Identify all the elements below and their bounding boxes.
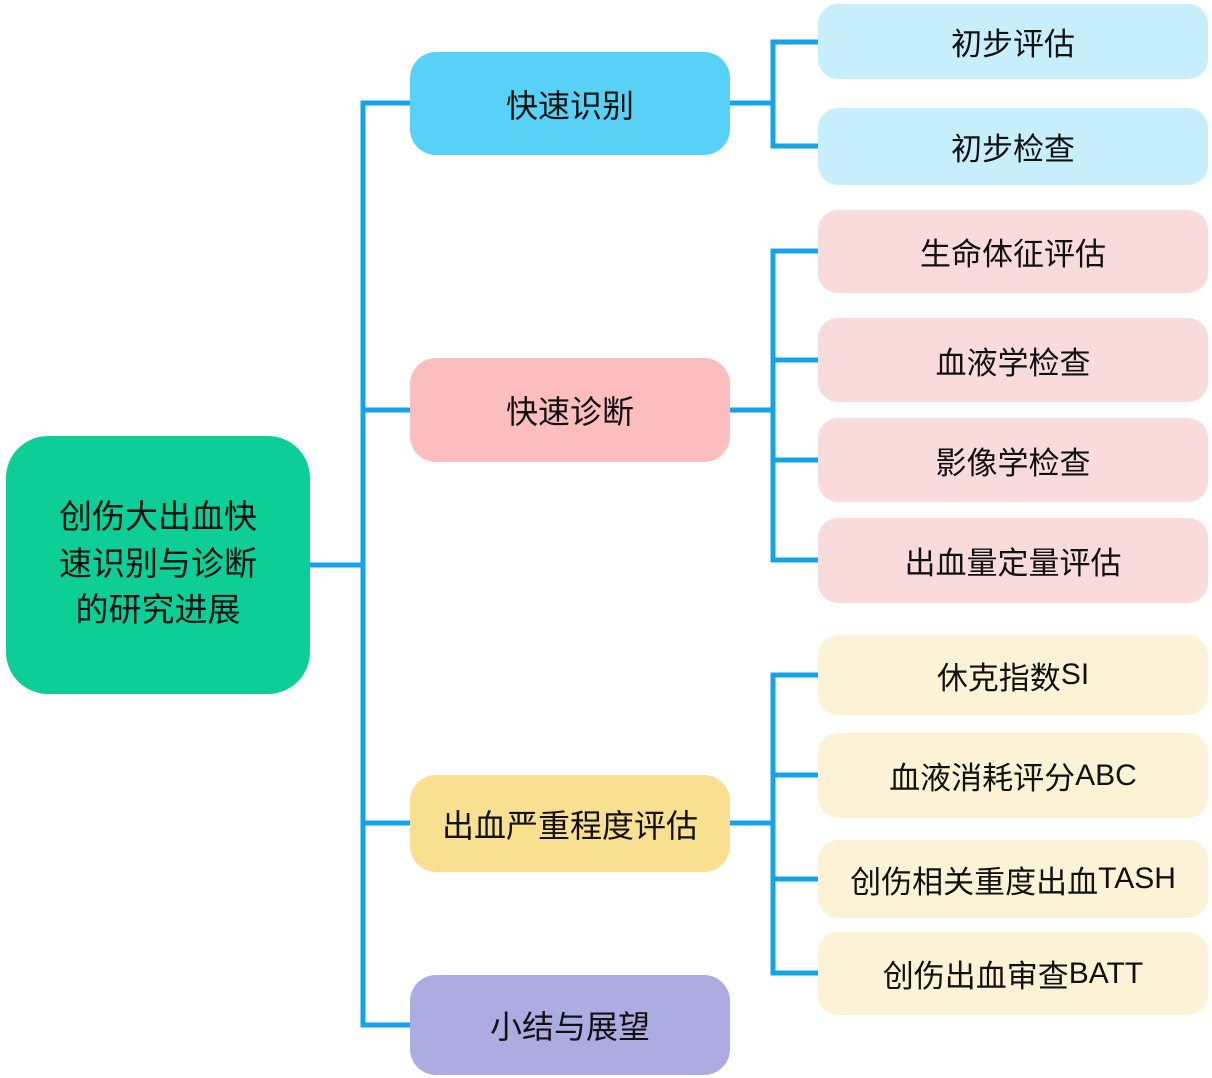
child-label-zh: 生命体征评估	[920, 237, 1106, 272]
child-label-en: ABC	[1075, 758, 1137, 792]
node-child-blood-loss-quantification[interactable]: 出血量定量评估	[818, 518, 1208, 603]
node-branch-bleeding-severity-assessment[interactable]: 出血严重程度评估	[410, 775, 730, 872]
connector-branch1-children-bracket	[770, 39, 818, 149]
child-label-zh: 初步检查	[951, 132, 1075, 167]
node-child-vital-signs-assessment[interactable]: 生命体征评估	[818, 210, 1208, 293]
child-label-zh: 影像学检查	[935, 445, 1091, 481]
child-label-zh: 创伤出血审查	[882, 959, 1069, 994]
child-label-en: BATT	[1068, 956, 1144, 990]
child-label-en: TASH	[1098, 862, 1176, 895]
node-child-imaging-examination[interactable]: 影像学检查	[818, 418, 1208, 502]
child-label-zh: 初步评估	[951, 27, 1075, 62]
connector-branch3-children-bracket	[770, 672, 818, 976]
node-child-initial-assessment[interactable]: 初步评估	[818, 4, 1208, 79]
connector-main-trunk	[360, 100, 410, 1028]
node-child-initial-examination[interactable]: 初步检查	[818, 108, 1208, 185]
node-branch-rapid-diagnosis[interactable]: 快速诊断	[410, 358, 730, 462]
child-label-zh: 休克指数	[936, 660, 1061, 696]
child-label-en: SI	[1060, 658, 1090, 691]
node-root[interactable]: 创伤大出血快速识别与诊断的研究进展	[6, 436, 310, 694]
node-branch-rapid-identification[interactable]: 快速识别	[410, 52, 730, 155]
child-label-zh: 血液学检查	[935, 345, 1091, 381]
node-branch-summary-outlook[interactable]: 小结与展望	[410, 975, 730, 1075]
node-child-hematology-tests[interactable]: 血液学检查	[818, 318, 1208, 402]
child-label-zh: 创伤相关重度出血	[850, 864, 1099, 900]
child-label-zh: 血液消耗评分	[889, 761, 1076, 796]
connector-branch2-children-bracket	[770, 248, 818, 563]
child-label-zh: 出血量定量评估	[904, 546, 1122, 581]
